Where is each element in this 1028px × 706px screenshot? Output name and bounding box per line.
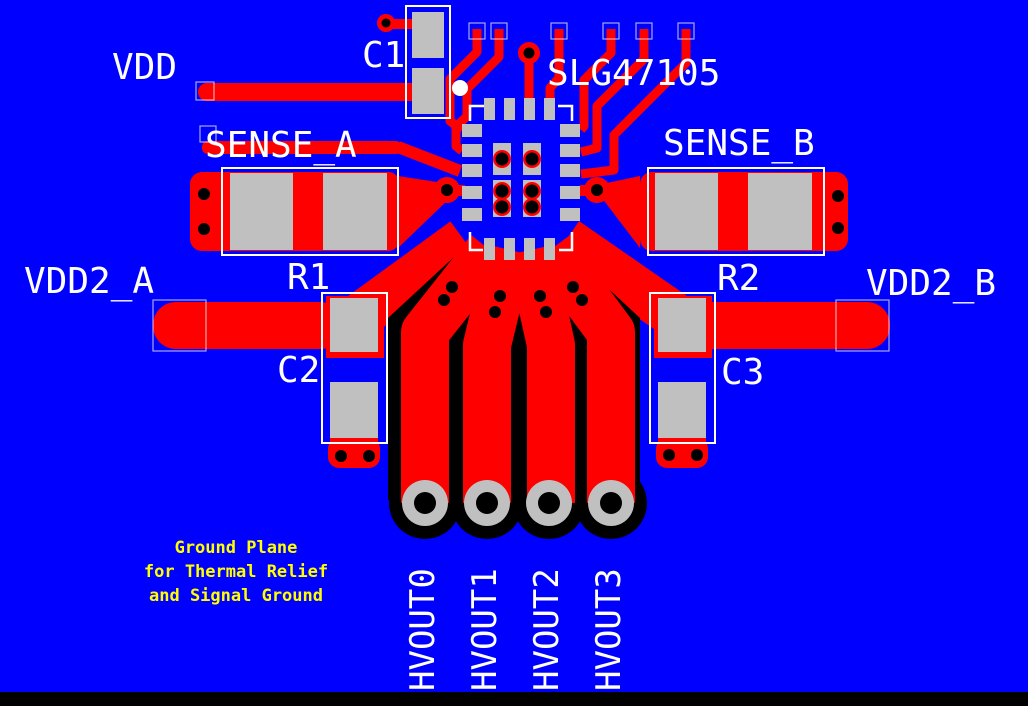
label-sense-b: SENSE_B	[663, 123, 815, 164]
hvout-traces	[401, 235, 635, 503]
silkscreen-layer	[152, 5, 890, 444]
ic-pads	[462, 98, 580, 260]
label-vdd2-a: VDD2_A	[24, 261, 155, 302]
right-via-stub	[580, 185, 598, 196]
component-pads	[198, 12, 844, 462]
vdd2-a-trace	[153, 302, 343, 349]
c2-outline	[321, 292, 388, 444]
top-test-traces	[445, 29, 691, 179]
label-hvout1: HVOUT1	[465, 568, 505, 691]
label-c3: C3	[721, 352, 765, 393]
board-edge-strip	[0, 692, 1028, 706]
ground-plane-note-line2: for Thermal Relief	[143, 562, 329, 582]
r2-outline	[647, 167, 825, 256]
r1-pad-right	[323, 173, 387, 250]
c3-pad-top	[658, 298, 706, 352]
label-hvout2: HVOUT2	[527, 568, 567, 691]
label-hvout3: HVOUT3	[589, 568, 629, 691]
label-vdd2-b: VDD2_B	[866, 263, 997, 304]
r2-pad-right	[748, 173, 812, 250]
hvout-trace-vias	[438, 281, 588, 318]
r1-outline	[221, 167, 399, 256]
drill-holes	[198, 18, 844, 462]
ic-pin1-dot	[452, 80, 468, 96]
ic-thermal-pads	[493, 143, 541, 217]
testpoint-outlines	[152, 22, 890, 352]
label-c1: C1	[362, 35, 406, 76]
label-r2: R2	[717, 258, 761, 299]
label-c2: C2	[277, 350, 321, 391]
ic-corner-marks	[468, 104, 574, 252]
vdd2-b-trace	[688, 302, 890, 349]
label-hvout0: HVOUT0	[403, 568, 443, 691]
left-via-stub	[447, 185, 465, 196]
c1-pad-top	[412, 12, 444, 58]
ground-plane-note: Ground Plane for Thermal Relief and Sign…	[126, 536, 346, 608]
c1-outline	[405, 5, 451, 119]
label-r1: R1	[287, 257, 331, 298]
hvout0-trace	[401, 235, 509, 503]
r1-pad-left	[230, 173, 293, 250]
hvout1-trace	[463, 244, 534, 503]
r2-pad-left	[655, 173, 718, 250]
ground-plane-note-line3: and Signal Ground	[149, 586, 323, 606]
hvout3-trace	[530, 235, 635, 503]
vdd-trace	[198, 83, 430, 101]
ground-plane-note-line1: Ground Plane	[174, 538, 298, 558]
label-vdd: VDD	[112, 47, 178, 88]
label-ic-slg47105: SLG47105	[547, 53, 721, 94]
c3-pad-bottom	[658, 382, 706, 438]
sense-a-trace-diag	[395, 141, 463, 177]
c3-outline	[649, 292, 716, 444]
hvout-fanout	[388, 235, 647, 539]
c1-pad-bottom	[412, 68, 444, 114]
c2-pad-top	[330, 298, 378, 352]
sense-a-trace	[202, 141, 402, 154]
c1-via-stub	[386, 19, 416, 29]
hvout-drill-pads	[402, 480, 634, 526]
c2-pad-bottom	[330, 382, 378, 438]
hvout2-trace	[506, 244, 575, 503]
sense-b-wedge	[602, 176, 640, 248]
label-sense-a: SENSE_A	[205, 125, 357, 166]
